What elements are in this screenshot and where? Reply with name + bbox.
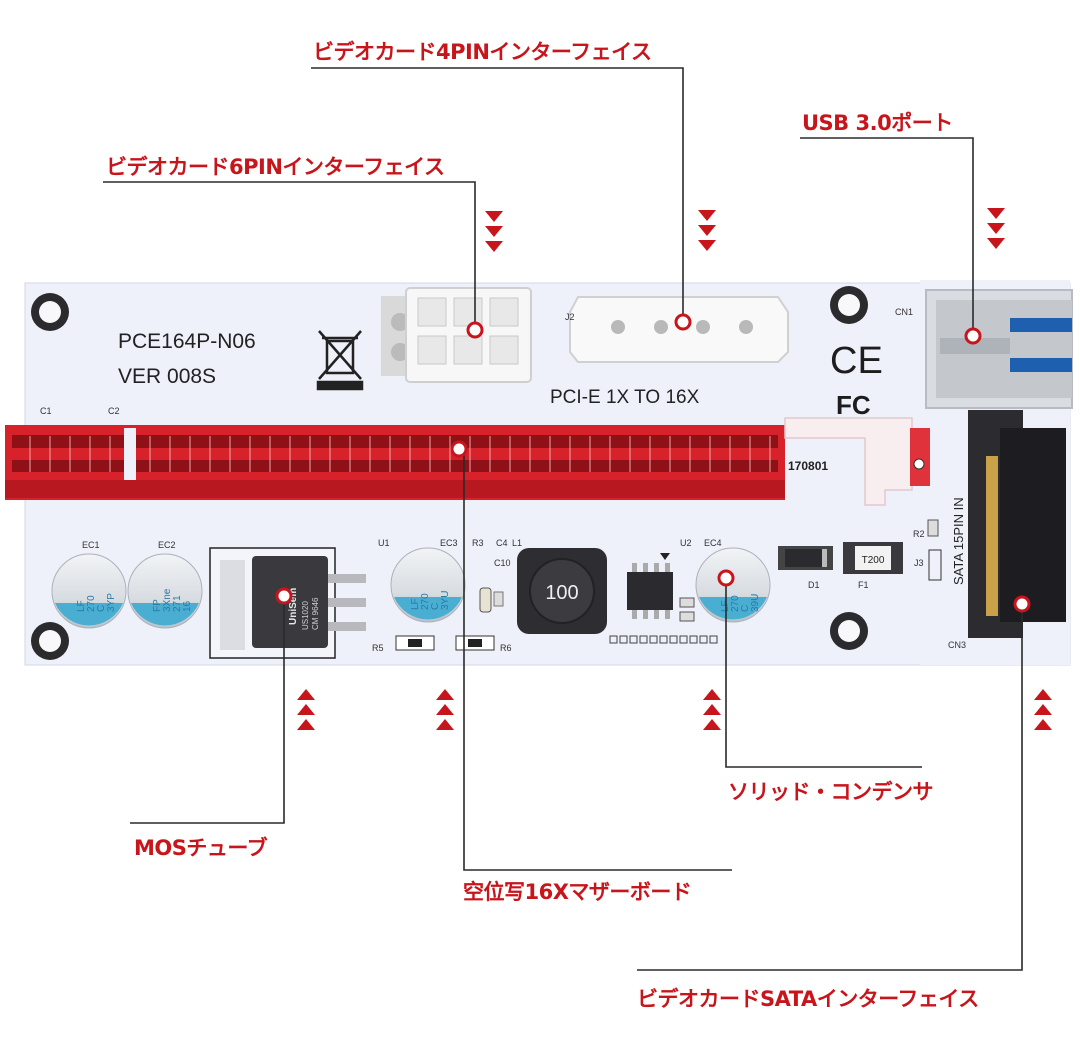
slot-teeth (29, 436, 771, 472)
six-pin-connector (381, 287, 532, 383)
fc-mark: FC (836, 390, 871, 420)
ref-d1: D1 (808, 580, 820, 590)
mos-chip-code1: US1020 (301, 601, 310, 630)
ref-ec2: EC2 (158, 540, 176, 550)
callout-marker (466, 321, 484, 339)
pcie-label: PCI-E 1X TO 16X (550, 387, 700, 408)
ref-j3: J3 (914, 558, 924, 568)
callout-sata-label: ビデオカードSATAインターフェイス (637, 987, 979, 1011)
callout-marker (717, 569, 735, 587)
ref-c4: C4 (496, 538, 508, 548)
cap-ec2-text: FP3Xne27116 (152, 588, 193, 612)
ref-u2: U2 (680, 538, 692, 548)
ref-ec1: EC1 (82, 540, 100, 550)
callout-marker (1013, 595, 1031, 613)
diode-d1 (778, 546, 833, 570)
weee-bin-icon (316, 330, 364, 391)
up-arrows-icon (436, 689, 454, 730)
callout-4pin-label: ビデオカード4PINインターフェイス (313, 40, 652, 64)
callout-marker (674, 313, 692, 331)
callout-mos-label: MOSチューブ (134, 836, 268, 860)
smd-part (493, 591, 504, 607)
capacitor-ec4 (695, 547, 771, 623)
usb3-port (925, 289, 1073, 409)
ref-c2: C2 (108, 406, 120, 416)
jumper-j3 (928, 549, 942, 581)
mos-tube (209, 547, 366, 659)
ref-j2: J2 (565, 312, 575, 322)
smd-part (679, 597, 695, 608)
callout-slot-label: 空位写16Xマザーボード (463, 880, 692, 904)
resistor-r2 (927, 519, 939, 537)
sata-label: SATA 15PIN IN (951, 497, 966, 585)
ref-f1: F1 (858, 580, 869, 590)
smd-pad-row (609, 635, 718, 644)
mos-chip-code2: CM 9646 (311, 597, 320, 630)
up-arrows-icon (703, 689, 721, 730)
inductor-value: 100 (545, 582, 578, 604)
ref-r3: R3 (472, 538, 484, 548)
smd-capacitor (479, 587, 492, 613)
fuse-value: T200 (862, 555, 885, 566)
date-code: 170801 (788, 459, 828, 473)
ce-mark: CE (830, 340, 883, 382)
leader-lines (103, 67, 1023, 971)
mounting-hole (830, 612, 868, 650)
callout-marker (275, 587, 293, 605)
ref-c1: C1 (40, 406, 52, 416)
capacitor-ec2 (127, 553, 203, 629)
callout-capacitor-label: ソリッド・コンデンサ (728, 780, 934, 804)
callout-usb-label: USB 3.0ポート (802, 111, 953, 135)
ref-l1: L1 (512, 538, 522, 548)
down-arrows-icon (987, 208, 1005, 249)
version-text: VER 008S (118, 365, 216, 388)
cap-ec1-text: LF270C3YP (76, 593, 117, 612)
ref-ec4: EC4 (704, 538, 722, 548)
up-arrows-icon (297, 689, 315, 730)
ref-cn1: CN1 (895, 307, 913, 317)
inductor-l1 (517, 548, 607, 634)
down-arrows-icon (485, 211, 503, 252)
resistor-r6-body (468, 639, 482, 647)
capacitor-ec3 (390, 547, 466, 623)
cap-ec3-text: LF270C3YU (410, 591, 451, 610)
model-text: PCE164P-N06 (118, 330, 256, 353)
smd-part (679, 611, 695, 622)
chip-u2 (627, 553, 673, 619)
callout-marker (450, 440, 468, 458)
resistor-r5-body (408, 639, 422, 647)
sata-connector (968, 410, 1066, 638)
ref-r5: R5 (372, 643, 384, 653)
callout-6pin-label: ビデオカード6PINインターフェイス (106, 155, 445, 179)
capacitor-ec1 (51, 553, 127, 629)
fuse-f1 (843, 542, 903, 574)
ref-ec3: EC3 (440, 538, 458, 548)
ref-u1: U1 (378, 538, 390, 548)
slot-latch (784, 417, 930, 506)
ref-c10: C10 (494, 558, 511, 568)
down-arrows-icon (698, 210, 716, 251)
ref-r2: R2 (913, 529, 925, 539)
mos-chip-brand: UniSem (288, 588, 299, 625)
callout-marker (964, 327, 982, 345)
ref-r6: R6 (500, 643, 512, 653)
mounting-hole (830, 286, 868, 324)
mounting-hole (31, 622, 69, 660)
mounting-hole (31, 293, 69, 331)
pcie-x16-slot (5, 425, 785, 500)
ref-cn3: CN3 (948, 640, 966, 650)
up-arrows-icon (1034, 689, 1052, 730)
